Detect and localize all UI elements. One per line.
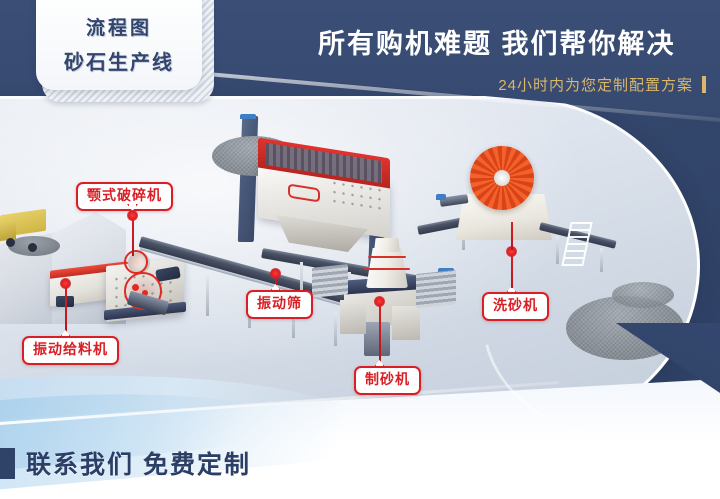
- callout-sand-maker-label[interactable]: 制砂机: [354, 366, 421, 395]
- conveyor-leg: [600, 248, 603, 272]
- conveyor-leg: [292, 300, 295, 338]
- sand-washer-inlet-cap: [436, 194, 446, 200]
- callout-sand-washer-line-lower: [511, 254, 513, 288]
- title-line-2: 砂石生产线: [64, 52, 174, 74]
- page-subline: 24小时内为您定制配置方案: [498, 74, 706, 95]
- support-tower-cap: [240, 114, 256, 119]
- sand-maker-hopper: [374, 238, 400, 252]
- page-headline: 所有购机难题 我们帮你解决: [318, 29, 676, 59]
- conveyor-leg: [556, 236, 559, 264]
- jaw-crusher-highlight-dot: [142, 290, 148, 296]
- subline-text: 24小时内为您定制配置方案: [498, 77, 693, 94]
- footer-cta[interactable]: 联系我们 免费定制: [0, 445, 251, 481]
- footer-cta-text[interactable]: 联系我们 免费定制: [26, 451, 251, 479]
- title-card: 流程图 砂石生产线: [36, 0, 214, 102]
- conveyor-leg: [334, 312, 337, 346]
- callout-sand-maker-node: [374, 296, 385, 307]
- callout-vibrating-feeder-label[interactable]: 振动给料机: [22, 336, 119, 365]
- callout-vibrating-screen-label[interactable]: 振动筛: [246, 290, 313, 319]
- callout-jaw-crusher-line: [132, 216, 134, 256]
- title-line-1: 流程图: [85, 18, 152, 39]
- sand-maker-discharge: [364, 322, 390, 356]
- sand-maker-support-right: [392, 306, 420, 340]
- jaw-crusher-highlight-dot: [132, 284, 139, 291]
- conveyor-leg: [206, 276, 209, 316]
- support-tower-left: [237, 116, 259, 242]
- callout-sand-washer-line: [511, 222, 513, 250]
- callout-vibrating-feeder-line: [65, 288, 67, 332]
- sand-maker-band: [368, 256, 406, 258]
- sand-maker-support-left: [340, 300, 366, 334]
- callout-jaw-crusher-node: [127, 210, 138, 221]
- footer-accent-bar: [0, 447, 15, 479]
- callout-sand-washer-label[interactable]: 洗砂机: [482, 292, 549, 321]
- title-card-face: 流程图 砂石生产线: [36, 0, 202, 90]
- sand-maker-band: [364, 268, 410, 270]
- callout-sand-washer-node: [506, 246, 517, 257]
- callout-vibrating-screen-node: [270, 268, 281, 279]
- dump-truck-wheel: [28, 243, 37, 252]
- callout-vibrating-screen-line: [275, 276, 277, 286]
- sand-washer-hub: [494, 170, 510, 186]
- callout-sand-maker-line: [379, 304, 381, 362]
- conveyor-leg: [300, 262, 303, 308]
- jaw-crusher-highlight-ring: [124, 250, 148, 274]
- callout-vibrating-feeder-node: [60, 278, 71, 289]
- sand-maker-left-unit: [312, 264, 348, 298]
- dump-truck-wheel: [6, 238, 15, 247]
- callout-jaw-crusher-label[interactable]: 颚式破碎机: [76, 182, 173, 211]
- sand-maker-side-unit: [416, 269, 456, 309]
- subline-accent-bar: [702, 76, 706, 93]
- finished-sand-pile-small: [612, 282, 674, 308]
